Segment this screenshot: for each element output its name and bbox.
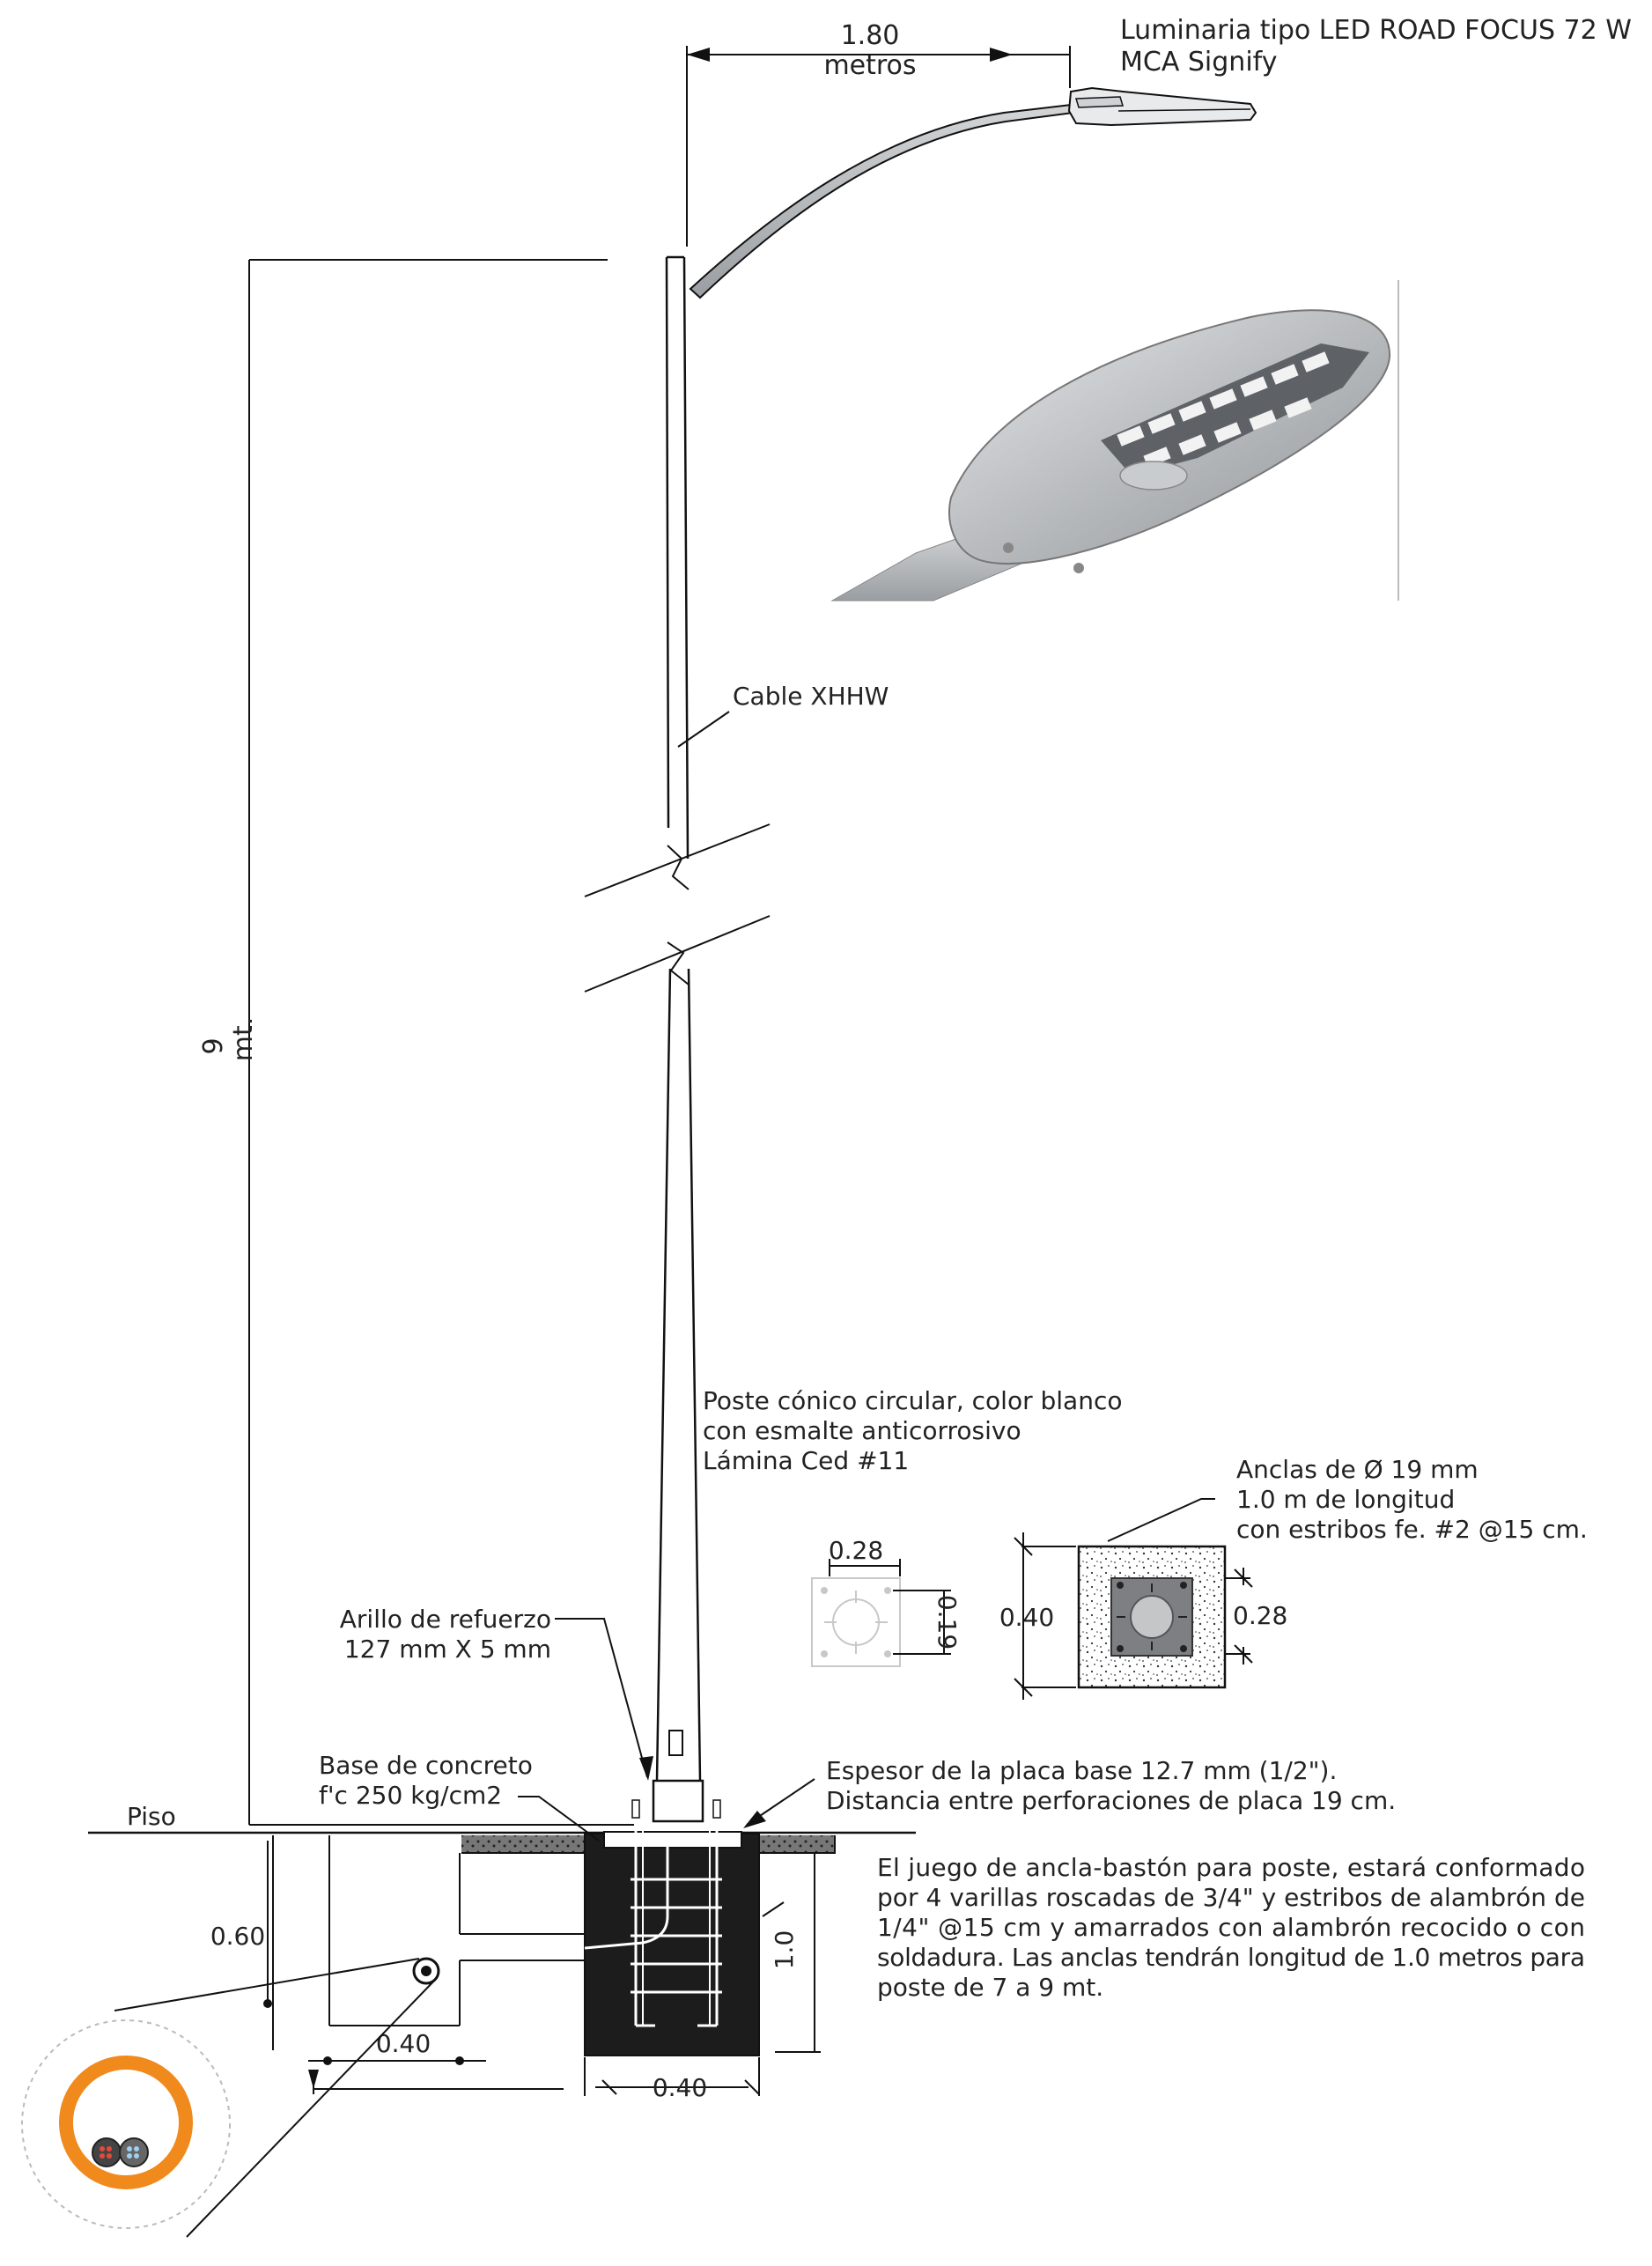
pole-description-line3: Lámina Ced #11 (703, 1446, 909, 1475)
plate-hole-spacing-value: 0.19 (933, 1595, 962, 1650)
base-depth-dimension (762, 1852, 821, 2053)
concrete-label-line1: Base de concreto (319, 1751, 533, 1780)
anchor-label-line1: Anclas de Ø 19 mm (1236, 1455, 1479, 1484)
anchor-label-line3: con estribos fe. #2 @15 cm. (1236, 1515, 1588, 1544)
pole-height-unit: mt. (228, 1017, 259, 1062)
ring-label-line1: Arillo de refuerzo (340, 1605, 551, 1634)
notes-line5: poste de 7 a 9 mt. (877, 1973, 1103, 2002)
anchor-detail (1014, 1498, 1253, 1700)
conduit-offset-dimension (308, 2056, 564, 2094)
luminaire-head (1067, 86, 1257, 127)
pole-height-dimension (248, 259, 634, 1826)
arm-length-dimension (686, 46, 1071, 247)
plate-label-line2: Distancia entre perforaciones de placa 1… (826, 1786, 1396, 1815)
cable-label: Cable XHHW (733, 682, 889, 711)
concrete-base (584, 1799, 760, 2056)
luminaire-label-line2: MCA Signify (1120, 47, 1277, 78)
pole-description-line2: con esmalte anticorrosivo (703, 1416, 1021, 1445)
soil-strip-right (759, 1835, 835, 1853)
plate-detail (811, 1559, 951, 1667)
arm-length-unit: metros (823, 50, 916, 81)
anchor-label-line2: 1.0 m de longitud (1236, 1485, 1455, 1514)
luminaire-photo (830, 280, 1399, 602)
floor-label: Piso (127, 1802, 176, 1831)
pole-height-value: 9 (198, 1037, 229, 1054)
conduit-offset-value: 0.40 (376, 2029, 431, 2058)
concrete-leader (518, 1796, 600, 1842)
conduit-depth-value: 0.60 (210, 1922, 265, 1951)
conduit-depth-dimension (263, 1841, 272, 2008)
plate-width-value: 0.28 (829, 1536, 883, 1565)
pole (584, 255, 771, 1823)
base-width-dimension (584, 2057, 760, 2096)
notes-line4: soldadura. Las anclas tendrán longitud d… (877, 1943, 1585, 1972)
notes-line1: El juego de ancla-bastón para poste, est… (877, 1853, 1585, 1882)
luminaire-label-line1: Luminaria tipo LED ROAD FOCUS 72 W (1120, 15, 1632, 46)
base-width-value: 0.40 (653, 2073, 707, 2102)
luminaire-arm (689, 102, 1081, 299)
notes-line2: por 4 varillas roscadas de 3/4" y estrib… (877, 1883, 1585, 1912)
soil-strip-left (461, 1835, 585, 1853)
ring-leader (555, 1618, 653, 1781)
pole-description-line1: Poste cónico circular, color blanco (703, 1386, 1122, 1415)
notes-line3: 1/4" @15 cm y amarrados con alambrón rec… (877, 1913, 1585, 1942)
anchor-inner-value: 0.28 (1233, 1601, 1287, 1630)
base-depth-value: 1.0 (770, 1930, 799, 1970)
plate-leader (743, 1778, 815, 1828)
conduit-run (272, 1835, 585, 2050)
plate-label-line1: Espesor de la placa base 12.7 mm (1/2"). (826, 1756, 1337, 1785)
arm-length-value: 1.80 (841, 20, 900, 51)
concrete-label-line2: f'c 250 kg/cm2 (319, 1781, 502, 1810)
cable-leader (677, 711, 730, 748)
ring-label-line2: 127 mm X 5 mm (344, 1635, 551, 1664)
anchor-outer-value: 0.40 (999, 1603, 1054, 1632)
conduit-section-callout (21, 1958, 438, 2238)
